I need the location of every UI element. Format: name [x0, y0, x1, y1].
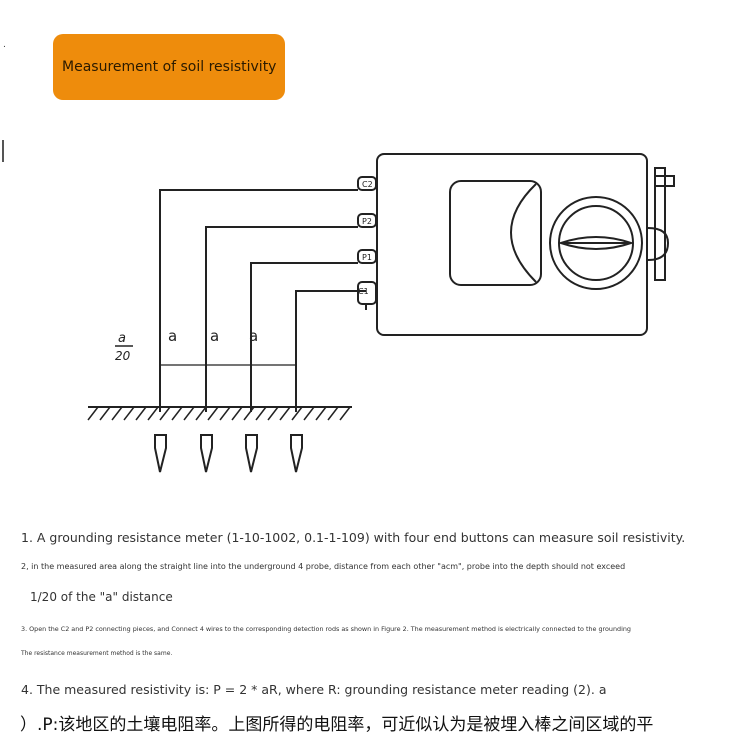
depth-label-numerator: a	[118, 331, 126, 346]
meter-display	[449, 180, 542, 286]
wire-c2	[159, 189, 358, 412]
wire-p1	[250, 262, 358, 412]
terminal-c2	[357, 176, 377, 191]
wire-c1	[295, 290, 366, 412]
terminal-p1-label: P1	[362, 253, 372, 262]
meter-crank-knob	[647, 227, 670, 261]
terminal-p2	[357, 213, 377, 228]
instruction-step-3: 3. Open the C2 and P2 connecting pieces,…	[21, 625, 631, 633]
probe-p1	[245, 434, 258, 473]
meter-crank-post	[654, 167, 666, 281]
meter-crank-top	[654, 175, 675, 187]
ground-hatching	[87, 406, 351, 421]
terminal-p2-label: P2	[362, 217, 372, 226]
spacing-label-1: a	[168, 327, 177, 345]
terminal-c2-label: C2	[362, 180, 373, 189]
title-banner: Measurement of soil resistivity	[53, 34, 285, 100]
terminal-c1-label: C1	[358, 287, 369, 296]
meter-body	[376, 153, 648, 336]
probe-p2	[200, 434, 213, 473]
instruction-step-2-continued: 1/20 of the "a" distance	[30, 590, 173, 604]
instruction-step-3-continued: The resistance measurement method is the…	[21, 650, 173, 657]
depth-label-denominator: 20	[115, 349, 131, 363]
title-text: Measurement of soil resistivity	[62, 59, 277, 75]
meter-needle-arc	[510, 183, 537, 283]
edge-mark	[2, 140, 4, 162]
probe-c2	[154, 434, 167, 473]
spacing-label-2: a	[210, 327, 219, 345]
instruction-step-1: 1. A grounding resistance meter (1-10-10…	[21, 530, 686, 545]
meter-dial-knob	[557, 236, 635, 250]
wire-p2	[205, 226, 358, 412]
terminal-p1	[357, 249, 377, 264]
instruction-step-2: 2, in the measured area along the straig…	[21, 562, 626, 571]
title-dot: .	[3, 40, 6, 50]
instruction-step-4: 4. The measured resistivity is: P = 2 * …	[21, 682, 607, 697]
spacing-label-3: a	[249, 327, 258, 345]
instruction-chinese-line: ）.P:该地区的土壤电阻率。上图所得的电阻率，可近似认为是被埋入棒之间区域的平	[20, 715, 654, 735]
meter-dial-outer	[549, 196, 643, 290]
soil-resistivity-diagram: C2 P2 P1 C1 a a a a 20	[87, 153, 675, 473]
probe-c1	[290, 434, 303, 473]
